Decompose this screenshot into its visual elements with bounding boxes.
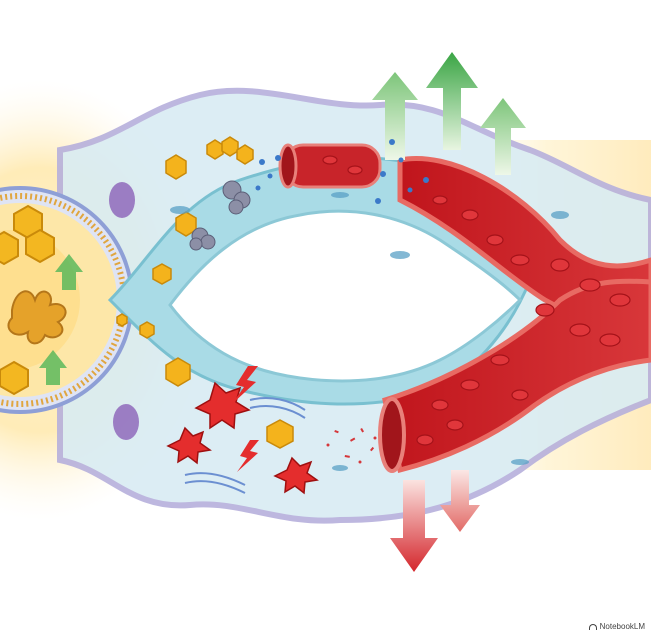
lightning-burst-icon — [166, 426, 212, 465]
capillary-segment — [278, 143, 382, 189]
arrow-down-icon — [440, 470, 480, 532]
ginger-root-icon — [7, 290, 67, 345]
red-blood-cells — [322, 155, 631, 446]
lightning-burst-icon — [194, 381, 251, 430]
arrow-up-icon-group — [39, 52, 526, 385]
lightning-burst-icon-group — [166, 366, 319, 495]
arrow-up-icon — [55, 254, 83, 290]
cell-nuclei — [109, 182, 139, 440]
arrow-up-icon — [372, 72, 418, 160]
arrow-up-icon — [39, 350, 67, 385]
membrane-fragments — [184, 397, 306, 494]
lightning-burst-icon — [273, 456, 319, 495]
debris-particles — [326, 428, 377, 464]
cell-hexagons — [0, 204, 55, 396]
watermark: NotebookLM — [588, 622, 645, 631]
arrow-down-icon-group — [390, 470, 480, 572]
endothelial-cells — [170, 192, 569, 471]
lumen — [168, 209, 523, 383]
arrow-down-icon — [390, 480, 438, 572]
lightning-bolt-icon — [232, 366, 258, 404]
notebooklm-logo-icon — [588, 623, 597, 630]
blue-particles — [255, 139, 429, 204]
arrow-up-icon — [480, 98, 526, 175]
watermark-text: NotebookLM — [599, 622, 645, 631]
arrow-up-icon — [426, 52, 478, 150]
hexagon-molecule-icons — [116, 136, 294, 449]
lightning-bolt-icon — [237, 440, 259, 472]
molecule-cluster — [189, 180, 251, 251]
